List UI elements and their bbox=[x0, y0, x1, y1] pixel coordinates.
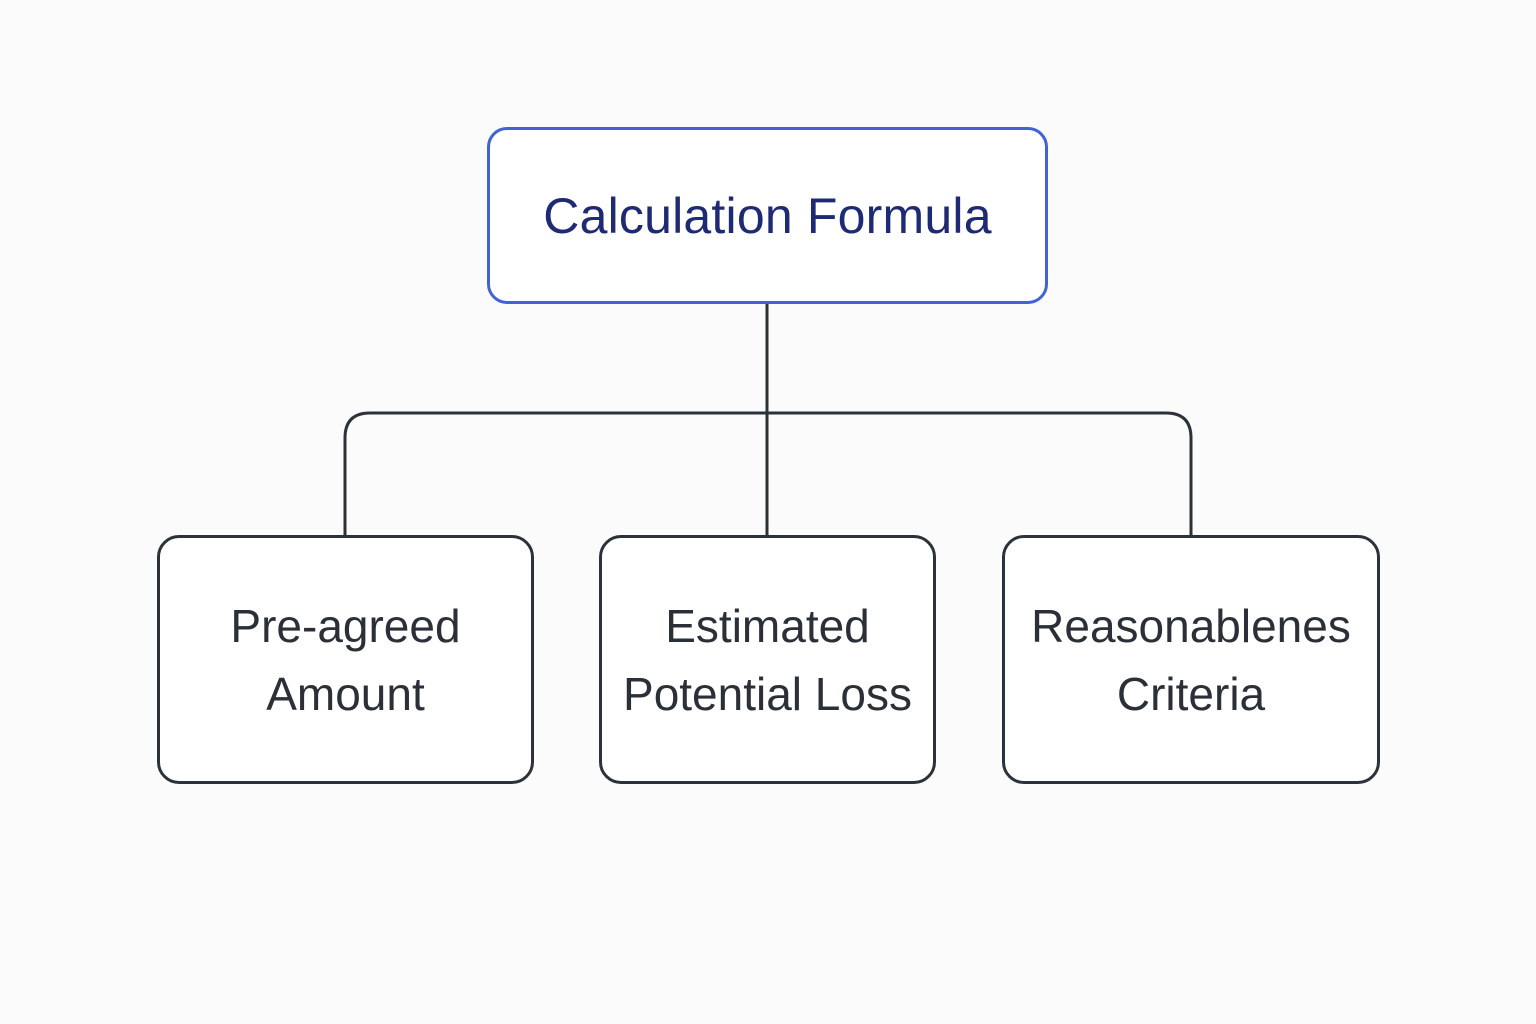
child-label-line: Estimated bbox=[665, 599, 870, 652]
child-label-line: Pre-agreed bbox=[230, 599, 461, 652]
root-node-calculation-formula: Calculation Formula bbox=[487, 127, 1048, 304]
child-label-line: Reasonablenes bbox=[1031, 599, 1351, 652]
child-node-label: Reasonablenes Criteria bbox=[1031, 592, 1351, 728]
child-node-estimated-potential-loss: Estimated Potential Loss bbox=[599, 535, 936, 784]
child-node-label: Estimated Potential Loss bbox=[623, 592, 912, 728]
child-label-line: Amount bbox=[266, 667, 425, 720]
child-label-line: Criteria bbox=[1116, 667, 1266, 720]
root-node-label: Calculation Formula bbox=[543, 187, 992, 244]
branch-bar-line bbox=[343, 411, 1193, 535]
child-node-reasonableness-criteria: Reasonablenes Criteria bbox=[1002, 535, 1380, 784]
child-label-line: Potential Loss bbox=[623, 667, 912, 720]
child-node-label: Pre-agreed Amount bbox=[230, 592, 460, 728]
child-node-pre-agreed-amount: Pre-agreed Amount bbox=[157, 535, 534, 784]
